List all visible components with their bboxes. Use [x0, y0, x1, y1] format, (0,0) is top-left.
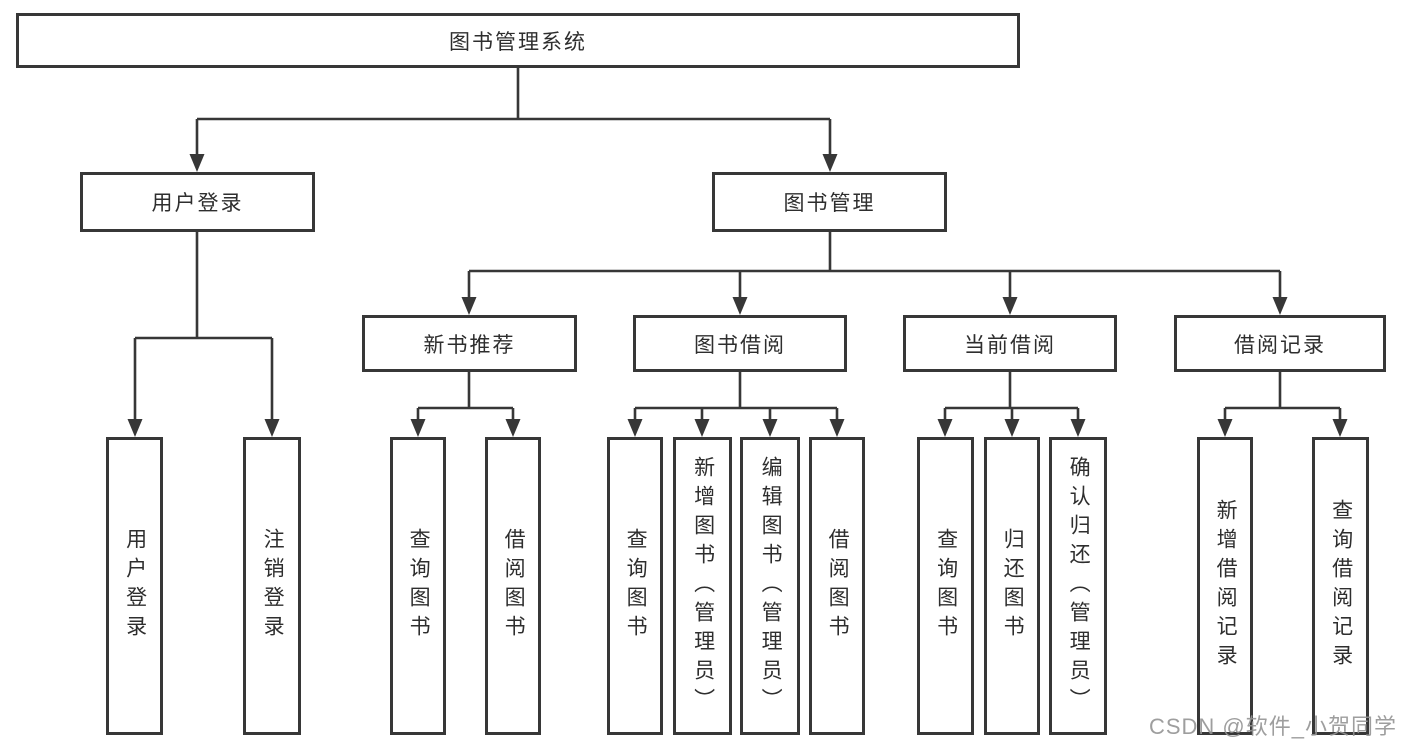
node-new-book-recommend-label: 新书推荐	[423, 333, 516, 357]
node-borrowing-records-label: 借阅记录	[1234, 333, 1326, 357]
leaf-recommend-borrow-books: 借阅图书	[485, 437, 541, 735]
node-root-label: 图书管理系统	[449, 30, 587, 54]
leaf-borrowing-query-books-label: 查询图书	[624, 528, 648, 644]
node-book-borrowing: 图书借阅	[633, 315, 847, 372]
leaf-current-confirm-return-admin-label: 确认归还（管理员）	[1067, 455, 1091, 717]
leaf-borrowing-add-book-admin: 新增图书（管理员）	[673, 437, 732, 735]
leaf-current-confirm-return-admin: 确认归还（管理员）	[1049, 437, 1107, 735]
node-current-borrowing-label: 当前借阅	[964, 333, 1056, 357]
leaf-user-login-label: 用户登录	[123, 528, 147, 644]
node-book-management: 图书管理	[712, 172, 947, 232]
leaf-recommend-query-books: 查询图书	[390, 437, 446, 735]
leaf-recommend-borrow-books-label: 借阅图书	[502, 528, 526, 644]
leaf-current-return-books: 归还图书	[984, 437, 1040, 735]
leaf-logout: 注销登录	[243, 437, 301, 735]
leaf-current-query-books: 查询图书	[917, 437, 974, 735]
leaf-records-query-record-label: 查询借阅记录	[1329, 499, 1353, 673]
leaf-borrowing-add-book-admin-label: 新增图书（管理员）	[691, 455, 715, 717]
node-borrowing-records: 借阅记录	[1174, 315, 1386, 372]
node-current-borrowing: 当前借阅	[903, 315, 1117, 372]
leaf-borrowing-borrow-books: 借阅图书	[809, 437, 865, 735]
node-root: 图书管理系统	[16, 13, 1020, 68]
node-user-login-label: 用户登录	[151, 192, 244, 215]
leaf-records-add-record-label: 新增借阅记录	[1214, 499, 1238, 673]
leaf-borrowing-edit-book-admin-label: 编辑图书（管理员）	[759, 455, 783, 717]
leaf-current-query-books-label: 查询图书	[934, 528, 958, 644]
leaf-current-return-books-label: 归还图书	[1001, 528, 1025, 644]
leaf-borrowing-query-books: 查询图书	[607, 437, 663, 735]
node-user-login: 用户登录	[80, 172, 315, 232]
leaf-records-add-record: 新增借阅记录	[1197, 437, 1253, 735]
leaf-recommend-query-books-label: 查询图书	[407, 528, 431, 644]
watermark-text: CSDN @软件_小贺同学	[1148, 714, 1397, 739]
leaf-borrowing-borrow-books-label: 借阅图书	[826, 528, 850, 644]
leaf-records-query-record: 查询借阅记录	[1312, 437, 1369, 735]
node-new-book-recommend: 新书推荐	[362, 315, 577, 372]
leaf-logout-label: 注销登录	[261, 528, 285, 644]
leaf-user-login: 用户登录	[106, 437, 163, 735]
node-book-borrowing-label: 图书借阅	[694, 333, 786, 357]
leaf-borrowing-edit-book-admin: 编辑图书（管理员）	[740, 437, 800, 735]
node-book-management-label: 图书管理	[783, 192, 876, 215]
